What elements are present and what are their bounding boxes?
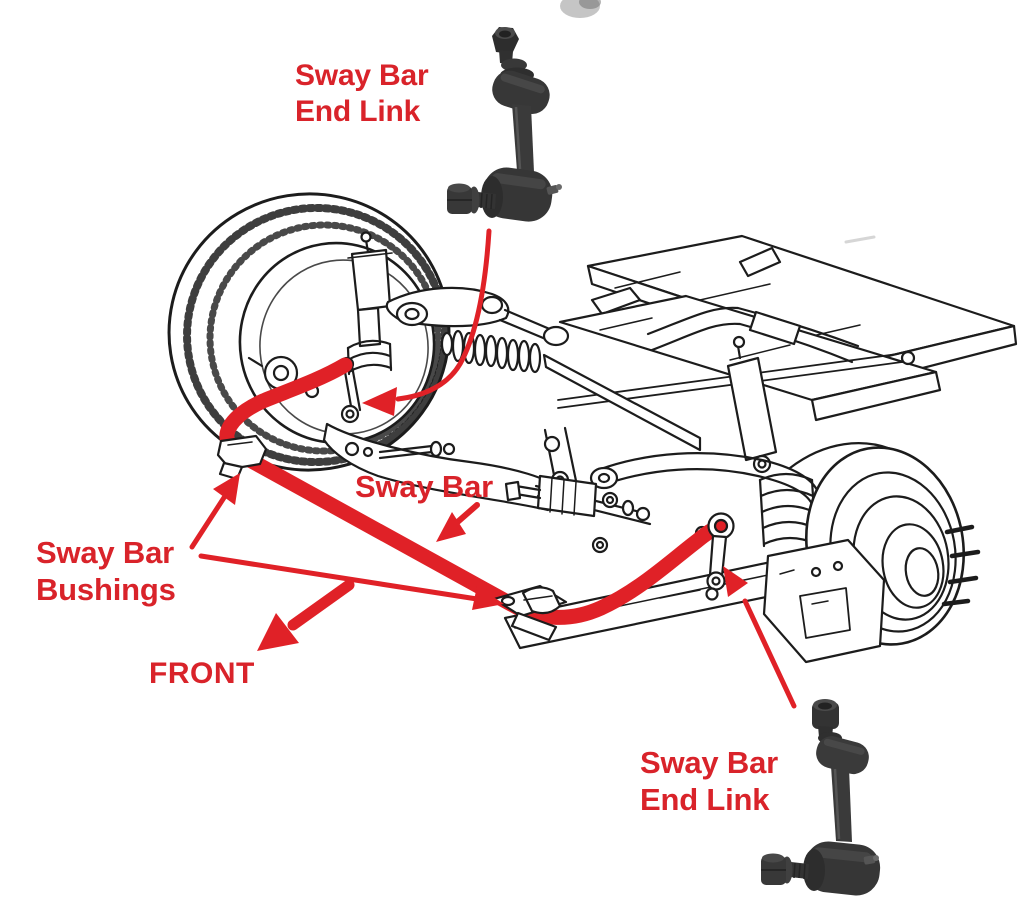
sway-bar-end-link-drawing bbox=[705, 512, 735, 601]
sway-bar-bushing-bracket-left bbox=[216, 434, 268, 481]
end-link-photo-bottom bbox=[761, 699, 881, 896]
label-line: Sway Bar bbox=[640, 745, 778, 780]
label-line: Sway Bar bbox=[36, 535, 174, 570]
frame-rails bbox=[557, 234, 1018, 422]
label-sway-bar-end-link-top: Sway Bar End Link bbox=[295, 58, 429, 130]
arrow-front-direction bbox=[257, 579, 355, 651]
rear-suspension bbox=[503, 335, 981, 664]
end-link-photo-top bbox=[447, 0, 601, 222]
label-front-direction: FRONT bbox=[149, 655, 255, 692]
label-sway-bar: Sway Bar bbox=[355, 468, 493, 505]
label-line: FRONT bbox=[149, 657, 255, 690]
arrow-bushings-left bbox=[189, 473, 240, 550]
arrow-bushings-center bbox=[198, 553, 504, 610]
label-line: Sway Bar bbox=[355, 469, 493, 504]
front-suspension bbox=[322, 231, 702, 512]
arrow-endlink-bottom bbox=[723, 566, 797, 709]
tire-wheel bbox=[167, 192, 451, 472]
brake-caliper bbox=[762, 538, 886, 664]
label-line: End Link bbox=[295, 95, 421, 128]
arrow-swaybar-label bbox=[436, 502, 480, 542]
label-line: End Link bbox=[640, 782, 770, 817]
label-line: Sway Bar bbox=[295, 59, 429, 92]
label-line: Bushings bbox=[36, 572, 176, 607]
sway-bar-bushing-bracket-center bbox=[492, 584, 568, 642]
arrow-endlink-top bbox=[362, 228, 492, 416]
label-sway-bar-end-link-bottom: Sway Bar End Link bbox=[640, 744, 778, 818]
label-sway-bar-bushings: Sway Bar Bushings bbox=[36, 534, 176, 608]
